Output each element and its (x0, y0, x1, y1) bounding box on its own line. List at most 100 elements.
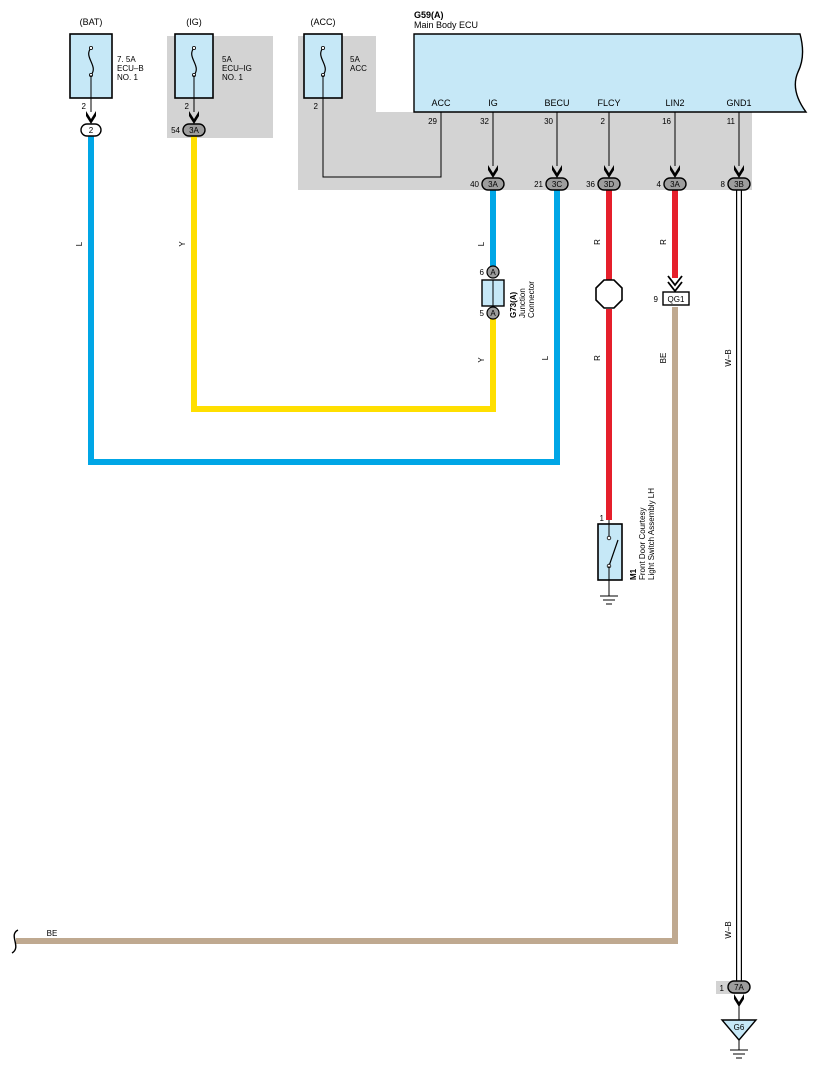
connector-ig-pin: 54 (171, 126, 180, 135)
terminal-acc-label: ACC (431, 98, 451, 108)
ground-point-triangle (720, 1019, 758, 1042)
g73-pin-top-letter: A (490, 268, 496, 277)
junction-connector-g73: A 6 A 5 G73(A) Junction Connector (480, 265, 536, 320)
fuse-ig: (IG) 5A ECU–IG NO. 1 2 (174, 17, 252, 112)
switch-code: M1 (629, 568, 638, 580)
switch-line1: Front Door Courtesy (638, 508, 647, 580)
fuse-acc-pin: 2 (314, 102, 319, 111)
pin-11: 11 (727, 117, 736, 126)
ground-junction-oval (727, 980, 751, 994)
ground-symbol-icon (730, 1049, 748, 1059)
fuse-bat-pin: 2 (82, 102, 87, 111)
junction-gnd1-pin: 8 (721, 180, 726, 189)
double-chevron-icon (667, 275, 683, 293)
wire-label-ig-ecu: L (477, 241, 486, 246)
g73-pin-bottom-number: 5 (480, 309, 485, 318)
g73-line2: Connector (527, 281, 536, 318)
junction-becu-label: 3C (552, 180, 562, 189)
fuse-acc-line1: 5A (350, 55, 360, 64)
arrow-down-icon (734, 994, 744, 1007)
ecu-terminal-labels: ACC IG BECU FLCY LIN2 GND1 (431, 98, 751, 108)
ecu-pin-numbers: 29 32 30 2 16 11 (428, 117, 735, 126)
connector-ig-label: 3A (189, 126, 199, 135)
acc-ecu-shaded-area (298, 36, 752, 190)
terminal-becu-label: BECU (544, 98, 569, 108)
wire-label-lin2: R (659, 239, 668, 245)
wire-label-flcy-top: R (593, 239, 602, 245)
arrow-down-icon (734, 165, 744, 178)
pin-29: 29 (428, 117, 437, 126)
connector-bat-label: 2 (89, 126, 94, 135)
ecu-junctions: 3A 40 3C 21 3D 36 3A 4 3B 8 (470, 177, 751, 191)
ecu-terminal-leads (322, 98, 740, 178)
wire-label-flcy-bottom: R (593, 355, 602, 361)
terminal-lin2-label: LIN2 (665, 98, 684, 108)
fuse-bat-name: (BAT) (80, 17, 103, 27)
ground-point-label: G6 (734, 1023, 745, 1032)
junction-lin2-pin: 4 (657, 180, 662, 189)
pin-30: 30 (544, 117, 553, 126)
wire-bat-l (88, 136, 560, 465)
wires (16, 136, 742, 981)
pin-16: 16 (662, 117, 671, 126)
switch-line2: Light Switch Assembly LH (647, 488, 656, 580)
wire-ig-y (191, 136, 496, 412)
fuse-ig-name: (IG) (186, 17, 202, 27)
fuse-ig-line3: NO. 1 (222, 73, 243, 82)
wire-label-ig: Y (178, 241, 187, 247)
arrow-down-icon (86, 111, 96, 124)
ground-junction: 1 7A G6 (720, 980, 758, 1059)
g73-code: G73(A) (509, 291, 518, 318)
fuse-acc-name: (ACC) (311, 17, 336, 27)
wire-label-be-vertical: BE (659, 353, 668, 364)
junction-ig (481, 177, 505, 191)
connector-bat (80, 123, 102, 137)
switch-pin: 1 (600, 514, 605, 523)
ground-symbol-icon (600, 595, 618, 605)
fuse-ig-line2: ECU–IG (222, 64, 252, 73)
g73-pin-top-number: 6 (480, 268, 485, 277)
wire-label-ig-junction: Y (477, 357, 486, 363)
junction-lin2-label: 3A (670, 180, 680, 189)
junction-gnd1 (727, 177, 751, 191)
junction-ig-label: 3A (488, 180, 498, 189)
fuse-bat-line2: ECU–B (117, 64, 144, 73)
connector-ig (182, 123, 206, 137)
fuse-acc: (ACC) 5A ACC 2 (303, 17, 367, 111)
terminal-flcy-label: FLCY (597, 98, 620, 108)
g73-pin-top (486, 265, 500, 279)
wire-label-be-horizontal: BE (47, 929, 58, 938)
terminal-gnd1-label: GND1 (726, 98, 751, 108)
junction-becu-pin: 21 (534, 180, 543, 189)
wire-label-wb-bottom: W–B (724, 921, 733, 938)
ecu-code: G59(A) (414, 10, 444, 20)
arrow-down-icon (670, 165, 680, 178)
junction-flcy-label: 3D (604, 180, 614, 189)
arrow-down-icon (604, 165, 614, 178)
pin-32: 32 (480, 117, 489, 126)
connector-arrows (86, 111, 744, 178)
fuse-bat-element (88, 47, 94, 76)
fuse-acc-element (320, 47, 326, 76)
ecu-name: Main Body ECU (414, 20, 478, 30)
arrow-down-icon (189, 111, 199, 124)
qg1-box (662, 291, 690, 306)
wire-be (16, 307, 678, 944)
switch-contact (608, 539, 619, 567)
junction-flcy-pin: 36 (586, 180, 595, 189)
wire-label-becu: L (541, 355, 550, 360)
fuse-ig-element (191, 47, 197, 76)
arrow-down-icon (488, 165, 498, 178)
qg1-label: QG1 (668, 295, 685, 304)
fuse-acc-line2: ACC (350, 64, 367, 73)
g73-line1: Junction (518, 288, 527, 318)
fuse-ig-pin: 2 (185, 102, 190, 111)
junction-lin2 (663, 177, 687, 191)
ground-junction-label: 7A (734, 983, 744, 992)
qg1-pin: 9 (654, 295, 659, 304)
qg1-connector: QG1 9 (654, 275, 690, 306)
wire-labels: L Y L Y L R R R BE BE W–B W–B (47, 239, 733, 939)
wire-label-bat: L (75, 241, 84, 246)
switch-body (597, 523, 623, 581)
